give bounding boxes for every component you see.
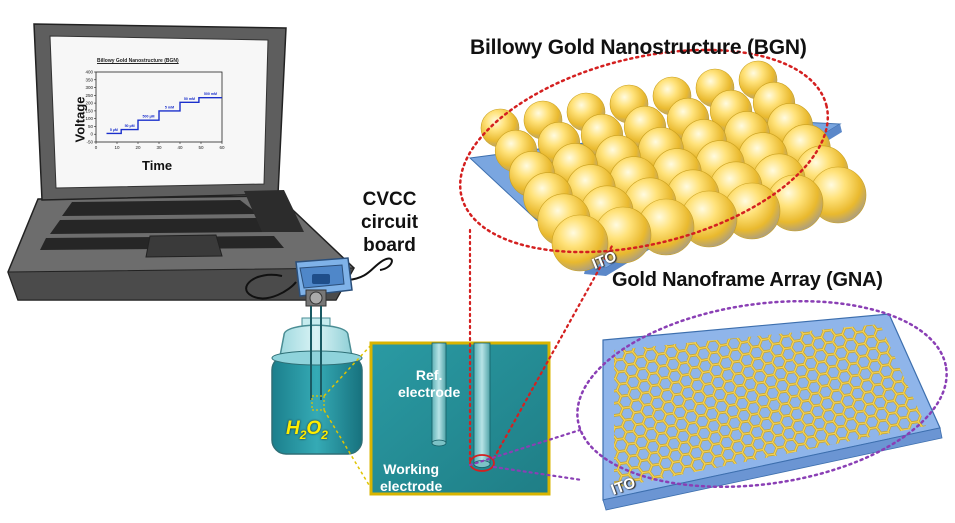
analyte-sub-1: 2 (299, 427, 307, 442)
screen-chart-xtick-label: 40 (177, 145, 183, 150)
gold-nanoframe-lattice (614, 324, 926, 488)
screen-chart-step-label: 50 mM (184, 97, 195, 101)
screen-chart-xlabel: Time (142, 158, 173, 173)
screen-chart-ytick-label: -50 (86, 140, 93, 145)
screen-chart-xtick-label: 50 (198, 145, 204, 150)
screen-chart-ytick-label: 50 (88, 124, 94, 129)
board-label-line-3: board (363, 235, 416, 256)
screen-chart-ytick-label: 300 (85, 85, 93, 90)
screen-chart-step-line (106, 96, 222, 135)
ref-label-line-2: electrode (398, 384, 461, 400)
ref-label-line-1: Ref. (415, 367, 443, 383)
keyboard (40, 190, 304, 250)
electrode-inset (369, 341, 551, 496)
working-label-line-2: electrode (380, 478, 443, 494)
screen-chart-step-label: 5 µM (110, 128, 118, 132)
screen-chart-ytick-label: 250 (85, 93, 93, 98)
bgn-title: Billowy Gold Nanostructure (BGN) (470, 36, 807, 59)
gna-zoom-oval (576, 299, 948, 489)
analyte-sub-2: 2 (321, 427, 328, 442)
gold-sphere (551, 214, 609, 272)
electrochemical-cell (271, 306, 363, 455)
touchpad (145, 234, 223, 258)
circuit-board (245, 257, 393, 307)
screen-chart-xtick-label: 10 (114, 145, 120, 150)
gna-panel (602, 313, 943, 511)
screen-chart-ytick-label: 0 (90, 132, 93, 137)
bgn-zoom-oval (458, 48, 830, 254)
screen-chart-ytick-label: 350 (85, 77, 93, 82)
screen-chart-xtick-label: 30 (156, 145, 162, 150)
screen-chart-ylabel: Voltage (72, 96, 88, 143)
screen-chart-step-label: 50 µM (125, 124, 135, 128)
screen-chart-ytick-label: 100 (85, 116, 93, 121)
board-label-line-2: circuit (361, 212, 419, 233)
screen-chart-step-label: 500 mM (204, 92, 217, 96)
bgn-panel (468, 60, 867, 276)
analyte-label: H2O2 (286, 418, 328, 442)
gna-title: Gold Nanoframe Array (GNA) (612, 269, 883, 291)
screen-chart-title: Billowy Gold Nanostructure (BGN) (97, 58, 179, 64)
analyte-h: H (286, 418, 300, 439)
working-label-line-1: Working (383, 461, 439, 477)
laptop (7, 23, 355, 301)
screen-chart-xtick-label: 20 (135, 145, 141, 150)
working-electrode-label: Working electrode (380, 461, 442, 495)
screen-chart-ytick-label: 150 (85, 108, 93, 113)
ref-electrode-label: Ref. electrode (398, 367, 460, 401)
screen-chart-xtick-label: 60 (219, 145, 225, 150)
circuit-board-label: CVCC circuit board (361, 188, 418, 257)
screen-chart-ytick-label: 200 (85, 101, 93, 106)
board-label-line-1: CVCC (362, 189, 417, 210)
screen-chart-xtick-label: 0 (95, 145, 98, 150)
screen-chart-ytick-label: 400 (85, 70, 93, 75)
screen-chart-step-label: 500 µM (142, 115, 154, 119)
screen-chart-step-label: 5 mM (165, 105, 174, 109)
analyte-o: O (306, 418, 322, 439)
gold-spheres (480, 60, 867, 272)
